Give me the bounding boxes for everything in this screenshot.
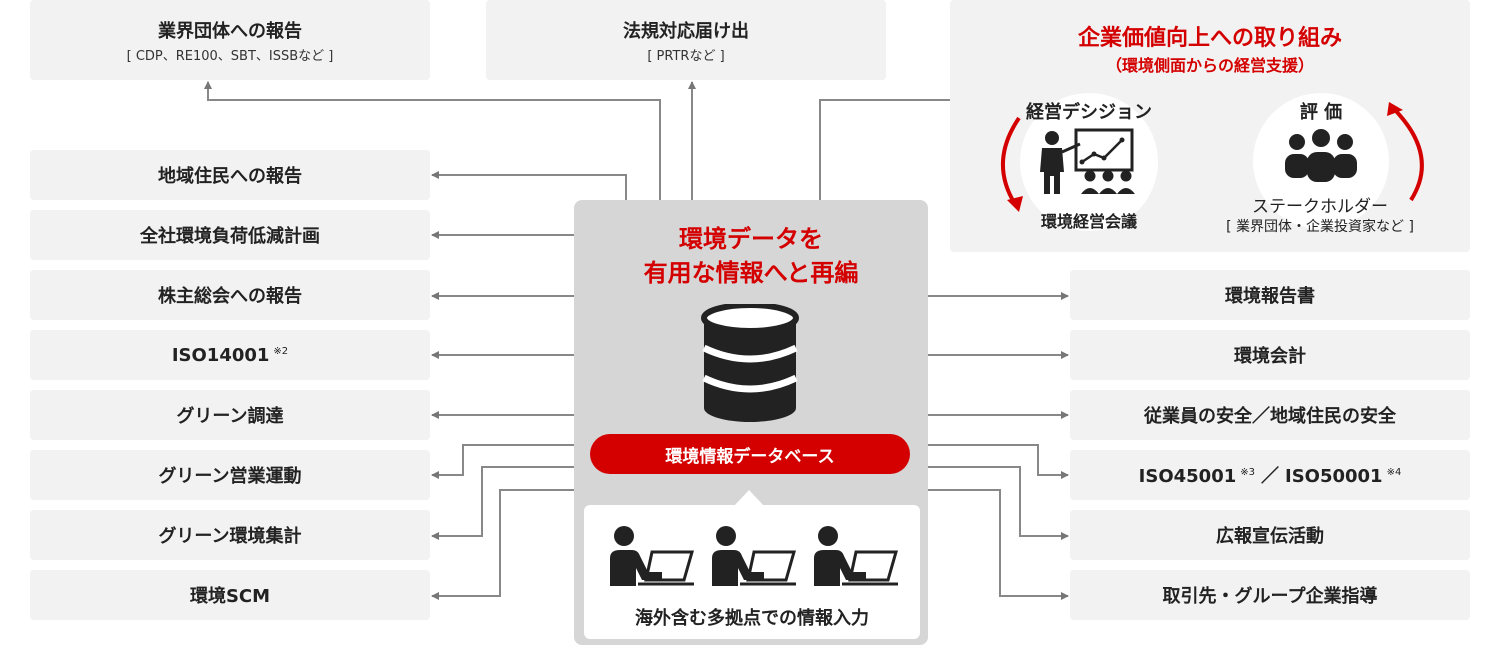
- left-item: グリーン環境集計: [30, 510, 430, 560]
- left-item: グリーン調達: [30, 390, 430, 440]
- laptop-user-icon: [712, 526, 796, 586]
- pointer-triangle: [734, 490, 764, 506]
- laptop-user-icon: [814, 526, 898, 586]
- legal-filing-label: 法規対応届け出: [623, 20, 749, 42]
- left-item: 地域住民への報告: [30, 150, 430, 200]
- right-item-label: 環境会計: [1234, 346, 1306, 367]
- center-title-line1: 環境データを: [679, 225, 823, 253]
- arrow-right-6: [928, 489, 1069, 600]
- right-item-label: 従業員の安全／地域住民の安全: [1144, 406, 1396, 427]
- arrow-left-7: [431, 466, 574, 540]
- right-item-label: ISO45001※3 ／ ISO50001※4: [1139, 462, 1402, 488]
- left-item-label: 株主総会への報告: [158, 286, 302, 307]
- left-item-label: グリーン調達: [176, 406, 284, 427]
- left-item: 株主総会への報告: [30, 270, 430, 320]
- cycle-arrows-icon: [1001, 102, 1424, 212]
- iso-separator: ／: [1261, 466, 1279, 487]
- presentation-icon: [1040, 128, 1135, 194]
- decision-heading: 経営デシジョン: [1026, 102, 1152, 123]
- right-item-label: 取引先・グループ企業指導: [1162, 586, 1378, 607]
- left-item-label: 地域住民への報告: [158, 166, 302, 187]
- input-caption: 海外含む多拠点での情報入力: [635, 608, 869, 629]
- database-label: 環境情報データベース: [590, 434, 910, 474]
- decision-caption: 環境経営会議: [1040, 212, 1137, 231]
- stakeholders-icon: [1285, 129, 1357, 182]
- panel-subtitle: （環境側面からの経営支援）: [1105, 56, 1314, 75]
- left-item: 全社環境負荷低減計画: [30, 210, 430, 260]
- left-item-label: 全社環境負荷低減計画: [140, 226, 320, 247]
- arrow-to-industry: [204, 81, 661, 200]
- laptop-user-icon: [610, 526, 694, 586]
- industry-report-box: 業界団体への報告 [ CDP、RE100、SBT、ISSBなど ]: [30, 0, 430, 80]
- evaluation-caption: ステークホルダー: [1252, 197, 1388, 217]
- panel-title: 企業価値向上への取り組み: [1077, 26, 1342, 51]
- right-item-label: 広報宣伝活動: [1216, 526, 1324, 547]
- evaluation-caption-sub: [ 業界団体・企業投資家など ]: [1226, 219, 1414, 235]
- arrow-right-5: [928, 466, 1069, 540]
- line-to-panel: [819, 99, 950, 200]
- arrow-left-8: [431, 489, 574, 600]
- center-title-line2: 有用な情報へと再編: [643, 259, 859, 287]
- right-item: 環境会計: [1070, 330, 1470, 380]
- legal-filing-sub: [ PRTRなど ]: [647, 48, 725, 64]
- right-item: 取引先・グループ企業指導: [1070, 570, 1470, 620]
- left-item-label: ISO14001※2: [172, 345, 288, 366]
- left-item: ISO14001※2: [30, 330, 430, 380]
- iso14001-text: ISO14001: [171, 344, 270, 366]
- database-icon: [701, 304, 799, 422]
- left-item-label: グリーン環境集計: [158, 526, 302, 547]
- right-item-label: 環境報告書: [1225, 286, 1315, 307]
- right-item: 広報宣伝活動: [1070, 510, 1470, 560]
- legal-filing-box: 法規対応届け出 [ PRTRなど ]: [486, 0, 886, 80]
- right-item: 従業員の安全／地域住民の安全: [1070, 390, 1470, 440]
- iso45001-note: ※3: [1240, 467, 1255, 478]
- arrow-right-4: [928, 444, 1069, 479]
- arrow-left-1: [431, 171, 627, 200]
- iso45001-text: ISO45001: [1138, 466, 1237, 487]
- left-item-label: グリーン営業運動: [158, 466, 302, 487]
- evaluation-heading: 評 価: [1299, 102, 1343, 123]
- left-item-label: 環境SCM: [189, 586, 271, 607]
- iso50001-note: ※4: [1386, 467, 1402, 478]
- iso14001-note: ※2: [273, 345, 289, 357]
- iso50001-text: ISO50001: [1285, 466, 1383, 487]
- arrow-left-6: [431, 444, 574, 479]
- right-item: ISO45001※3 ／ ISO50001※4: [1070, 450, 1470, 500]
- left-item: グリーン営業運動: [30, 450, 430, 500]
- industry-report-label: 業界団体への報告: [158, 20, 302, 42]
- center-title: 環境データを 有用な情報へと再編: [574, 222, 928, 290]
- right-item: 環境報告書: [1070, 270, 1470, 320]
- left-item: 環境SCM: [30, 570, 430, 620]
- industry-report-sub: [ CDP、RE100、SBT、ISSBなど ]: [126, 48, 334, 64]
